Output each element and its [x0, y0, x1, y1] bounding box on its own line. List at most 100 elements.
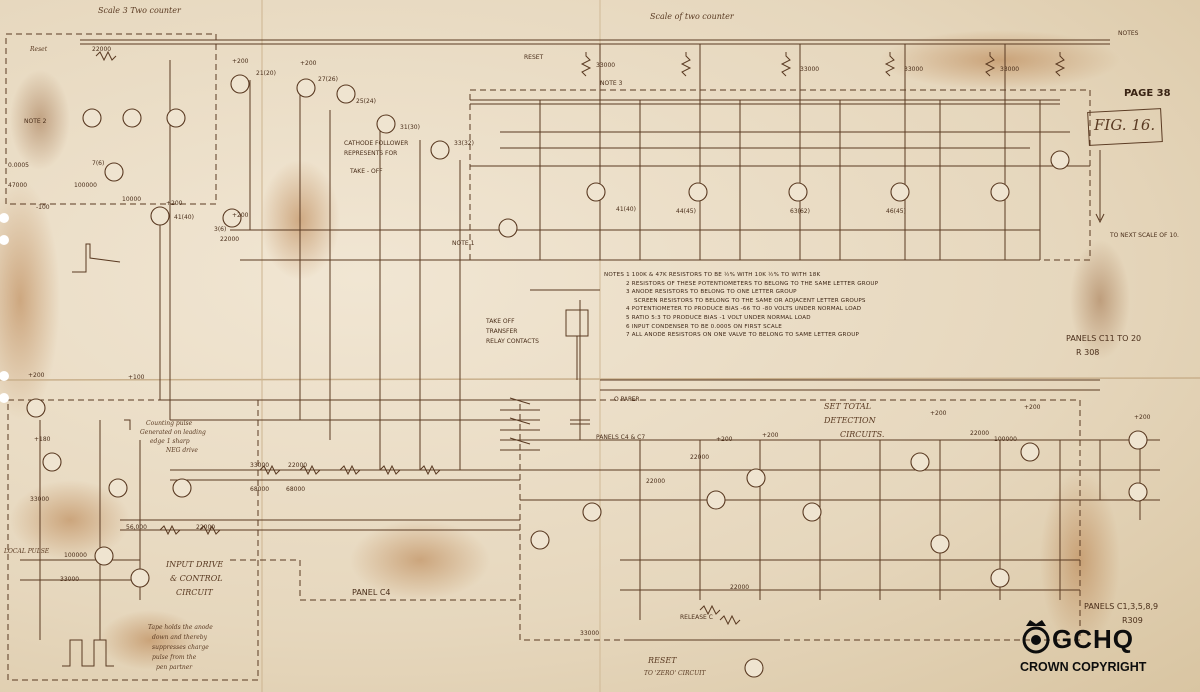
note-line: SCREEN RESISTORS TO BELONG TO THE SAME O…: [634, 297, 866, 304]
label-resistor: 22000: [220, 236, 240, 243]
note-line: NOTES 1 100K & 47K RESISTORS TO BE ½% WI…: [604, 272, 821, 278]
figure-label: FIG. 16.: [1094, 116, 1156, 134]
gchq-watermark: GCHQ CROWN COPYRIGHT: [1018, 624, 1174, 684]
label-cathode-follower-2: REPRESENTS FOR: [344, 150, 398, 157]
label-resistor: 56,000: [126, 524, 147, 531]
label-release-c: RELEASE C: [680, 614, 713, 621]
label-valve: 44(45): [676, 208, 696, 215]
title-scale-counter-center: Scale of two counter: [650, 12, 734, 21]
label-voltage: +200: [930, 410, 947, 417]
label-and-control: & CONTROL: [170, 574, 223, 583]
label-panels-c4-c7: PANELS C4 & C7: [596, 434, 646, 441]
label-valve: 41(40): [616, 206, 636, 213]
label-resistor: 33000: [30, 496, 50, 503]
note-line: 3 ANODE RESISTORS TO BELONG TO ONE LETTE…: [626, 289, 797, 296]
label-resistor: 10000: [122, 196, 142, 203]
note-line: 7 ALL ANODE RESISTORS ON ONE VALVE TO BE…: [626, 332, 860, 339]
bottom-note-line: pulse from the: [152, 654, 197, 661]
note-line: 2 RESISTORS OF THESE POTENTIOMETERS TO B…: [626, 280, 879, 287]
crown-copyright-text: CROWN COPYRIGHT: [1020, 660, 1147, 674]
paper-stains: [0, 30, 1130, 670]
label-resistor: 33000: [800, 66, 820, 73]
valve-symbols: [26, 74, 1148, 678]
label-resistor: 100000: [994, 436, 1017, 443]
label-counting-pulse-3: edge 1 sharp: [150, 438, 190, 445]
label-valve: 33(32): [454, 140, 474, 147]
page-number: PAGE 38: [1124, 88, 1171, 99]
label-voltage: +100: [128, 374, 145, 381]
label-cathode-follower: CATHODE FOLLOWER: [344, 140, 409, 147]
label-valve: 7(6): [92, 160, 105, 167]
label-valve: 41(40): [174, 214, 194, 221]
label-detection: DETECTION: [824, 416, 876, 425]
label-resistor: 33000: [250, 462, 270, 469]
label-voltage: +200: [28, 372, 45, 379]
label-resistor: 68000: [286, 486, 306, 493]
title-scale-counter-left: Scale 3 Two counter: [98, 6, 181, 15]
label-voltage: +200: [762, 432, 779, 439]
label-capacitor: 0.0005: [8, 162, 29, 169]
label-voltage: +200: [232, 212, 249, 219]
bottom-note-line: suppresses charge: [152, 644, 209, 651]
label-panel-c4: PANEL C4: [352, 588, 391, 597]
label-counting-pulse-2: Generated on leading: [140, 429, 206, 436]
gchq-logo-text: GCHQ: [1052, 624, 1134, 654]
label-notes-ref: NOTES: [1118, 30, 1139, 37]
label-resistor: 22000: [196, 524, 216, 531]
label-resistor: 22000: [690, 454, 710, 461]
label-reset-left: Reset: [30, 46, 48, 53]
label-take-off-transfer: TAKE OFF: [486, 318, 515, 325]
label-circuits: CIRCUITS.: [840, 430, 885, 439]
label-valve: 31(30): [400, 124, 420, 131]
label-valve: 3(6): [214, 226, 227, 233]
label-resistor: 22000: [288, 462, 308, 469]
label-resistor: 33000: [60, 576, 80, 583]
label-take-off: TAKE - OFF: [350, 168, 383, 175]
notes-block: NOTES 1 100K & 47K RESISTORS TO BE ½% WI…: [604, 271, 1044, 340]
label-circuit: CIRCUIT: [176, 588, 213, 597]
note-line: 6 INPUT CONDENSER TO BE 0.0005 ON FIRST …: [626, 323, 782, 330]
label-voltage: +200: [300, 60, 317, 67]
label-valve: 25(24): [356, 98, 376, 105]
label-voltage: +180: [34, 436, 51, 443]
label-set-total: SET TOTAL: [824, 402, 872, 411]
label-note3: NOTE 3: [600, 80, 623, 87]
label-resistor: 47000: [8, 182, 28, 189]
label-voltage: +200: [716, 436, 733, 443]
label-transfer: TRANSFER: [486, 328, 518, 335]
label-local-pulse: LOCAL PULSE: [4, 548, 50, 555]
label-voltage: -100: [36, 204, 50, 211]
label-voltage: +200: [232, 58, 249, 65]
label-valve: 63(62): [790, 208, 810, 215]
label-resistor: 68000: [250, 486, 270, 493]
label-to-next-scale: TO NEXT SCALE OF 10.: [1110, 232, 1179, 239]
label-resistor: 22000: [970, 430, 990, 437]
label-panels-c11: PANELS C11 TO 20: [1066, 334, 1142, 343]
label-note1: NOTE 1: [452, 240, 475, 247]
label-resistor: 22000: [92, 46, 112, 53]
label-reset-bottom: RESET: [648, 656, 677, 665]
label-resistor: 33000: [580, 630, 600, 637]
label-resistor: 22000: [646, 478, 666, 485]
label-r308: R 308: [1076, 348, 1100, 357]
label-voltage: +200: [1134, 414, 1151, 421]
bottom-note-line: pen partner: [156, 664, 193, 671]
label-resistor: 33000: [1000, 66, 1020, 73]
label-valve: 27(26): [318, 76, 338, 83]
label-resistor: 33000: [596, 62, 616, 69]
label-resistor: 33000: [904, 66, 924, 73]
label-note2: NOTE 2: [24, 118, 47, 125]
label-valve: 46(45): [886, 208, 906, 215]
label-resistor: 100000: [74, 182, 97, 189]
gchq-emblem-icon: [1022, 620, 1050, 654]
label-voltage: +200: [1024, 404, 1041, 411]
label-resistor: 100000: [64, 552, 87, 559]
note-line: 5 RATIO 5:3 TO PRODUCE BIAS -1 VOLT UNDE…: [626, 314, 811, 321]
label-resistor: 22000: [730, 584, 750, 591]
label-counting-pulse-4: NEG drive: [166, 447, 198, 454]
label-relay-contacts: RELAY CONTACTS: [486, 338, 539, 345]
binder-holes: [0, 213, 9, 403]
label-r309: R309: [1122, 616, 1143, 625]
